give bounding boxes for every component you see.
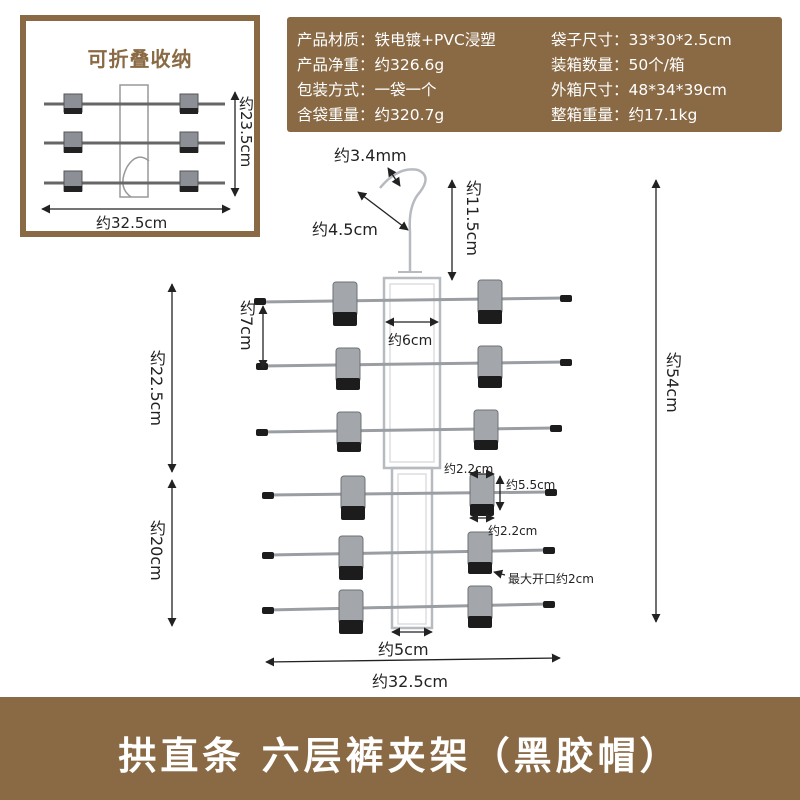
spec-box-size: 外箱尺寸：48*34*39cm	[551, 81, 727, 99]
spec-packaging: 包装方式：一袋一个	[297, 81, 437, 99]
frame-width-label: 约6cm	[388, 333, 433, 349]
clip-width-top-label: 约2.2cm	[444, 462, 494, 476]
upper-height-label: 约22.5cm	[147, 350, 166, 427]
max-opening-label: 最大开口约2cm	[508, 572, 594, 586]
spec-panel: 产品材质：铁电镀+PVC浸塑 产品净重：约326.6g 包装方式：一袋一个 含袋…	[287, 17, 782, 132]
hanger-image	[254, 168, 572, 634]
product-title: 拱直条 六层裤夹架（黑胶帽）	[118, 734, 682, 778]
bottom-frame-label: 约5cm	[378, 640, 429, 659]
folded-inset: 可折叠收纳	[20, 15, 260, 237]
spec-net-weight: 产品净重：约326.6g	[297, 56, 445, 74]
bar-spacing-label: 约7cm	[237, 300, 256, 351]
hook-height-label: 约11.5cm	[463, 180, 482, 257]
title-banner: 拱直条 六层裤夹架（黑胶帽）	[0, 697, 800, 800]
lower-height-label: 约20cm	[147, 520, 166, 581]
spec-bag-size: 袋子尺寸：33*30*2.5cm	[551, 31, 732, 49]
hook-wire-label: 约3.4mm	[334, 146, 407, 165]
total-width-label: 约32.5cm	[372, 672, 449, 691]
hook-width-label: 约4.5cm	[312, 220, 378, 239]
inset-title: 可折叠收纳	[87, 47, 193, 71]
spec-box-qty: 装箱数量：50个/箱	[551, 56, 685, 74]
total-height-label: 约54cm	[663, 352, 682, 413]
spec-box-weight: 整箱重量：约17.1kg	[551, 106, 698, 124]
spec-bag-weight: 含袋重量：约320.7g	[297, 106, 445, 124]
spec-material: 产品材质：铁电镀+PVC浸塑	[297, 31, 496, 49]
inset-width-label: 约32.5cm	[96, 214, 168, 232]
folded-hanger-image	[44, 84, 225, 198]
clip-height-label: 约5.5cm	[506, 478, 556, 492]
clip-width-bottom-label: 约2.2cm	[488, 524, 538, 538]
inset-height-label: 约23.5cm	[237, 96, 255, 168]
